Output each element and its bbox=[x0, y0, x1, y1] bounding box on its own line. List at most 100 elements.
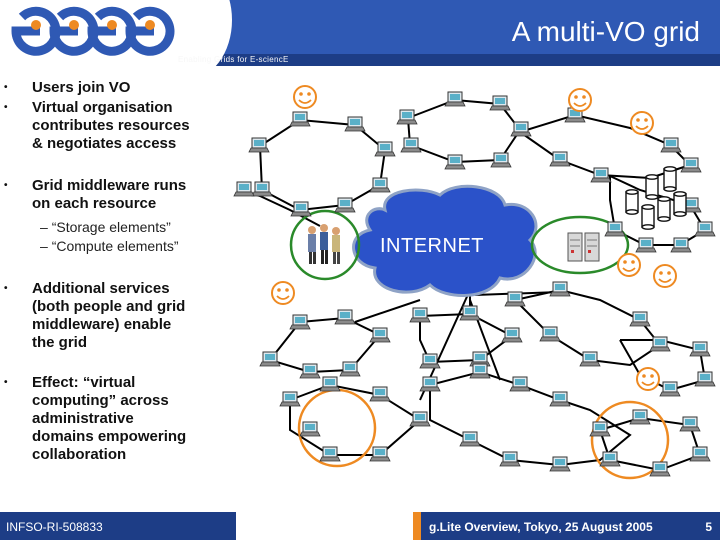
computer-icon bbox=[319, 376, 341, 392]
orange-ring-right bbox=[590, 400, 670, 480]
computer-icon bbox=[549, 151, 571, 167]
internet-cloud bbox=[352, 184, 538, 297]
computer-icon bbox=[334, 309, 356, 325]
bullet-text: (both people and grid bbox=[32, 298, 186, 315]
footer-left: INFSO-RI-508833 bbox=[0, 512, 236, 540]
computer-icon bbox=[233, 181, 255, 197]
bullet-text: on each resource bbox=[32, 195, 157, 212]
smiley-icon bbox=[271, 281, 295, 305]
storage-cylinder-icon bbox=[625, 189, 639, 215]
smiley-icon bbox=[293, 85, 317, 109]
computer-icon bbox=[369, 177, 391, 193]
computer-icon bbox=[549, 281, 571, 297]
computer-icon bbox=[510, 121, 532, 137]
computer-icon bbox=[279, 391, 301, 407]
bullet-text: administrative bbox=[32, 410, 134, 427]
page-number: 5 bbox=[705, 520, 712, 534]
footer-event: g.Lite Overview, Tokyo, 25 August 2005 bbox=[429, 520, 653, 534]
computer-icon bbox=[459, 305, 481, 321]
bullet-marker: • bbox=[4, 82, 8, 93]
bullet-text: computing” across bbox=[32, 392, 169, 409]
computer-icon bbox=[444, 154, 466, 170]
computer-icon bbox=[549, 391, 571, 407]
computer-icon bbox=[339, 361, 361, 377]
computer-icon bbox=[489, 95, 511, 111]
computer-icon bbox=[649, 336, 671, 352]
computer-icon bbox=[499, 451, 521, 467]
bullet-text: collaboration bbox=[32, 446, 127, 463]
storage-cylinder-icon bbox=[645, 174, 659, 200]
computer-icon bbox=[259, 351, 281, 367]
bullet-text: contributes resources bbox=[32, 117, 190, 134]
computer-icon bbox=[369, 446, 391, 462]
sub-bullet: – “Storage elements” bbox=[40, 219, 171, 235]
footer-project-id: INFSO-RI-508833 bbox=[6, 520, 103, 534]
bullet-marker: • bbox=[4, 283, 8, 294]
egee-logo bbox=[11, 6, 175, 56]
computer-icon bbox=[659, 381, 681, 397]
internet-label: INTERNET bbox=[380, 235, 484, 257]
computer-icon bbox=[680, 157, 702, 173]
computer-icon bbox=[604, 221, 626, 237]
computer-icon bbox=[248, 137, 270, 153]
computer-icon bbox=[251, 181, 273, 197]
server-racks bbox=[567, 232, 600, 262]
smiley-icon bbox=[653, 264, 677, 288]
computer-icon bbox=[589, 421, 611, 437]
sub-bullet: – “Compute elements” bbox=[40, 238, 179, 254]
header-strip bbox=[178, 54, 720, 66]
server-rack-icon bbox=[584, 232, 600, 262]
smiley-icon bbox=[630, 111, 654, 135]
computer-icon bbox=[549, 456, 571, 472]
bullet-text: Effect: “virtual bbox=[32, 374, 136, 391]
computer-icon bbox=[344, 116, 366, 132]
bullet-text: Additional services bbox=[32, 280, 170, 297]
computer-icon bbox=[419, 353, 441, 369]
computer-icon bbox=[670, 237, 692, 253]
header-band bbox=[178, 0, 720, 54]
computer-icon bbox=[599, 451, 621, 467]
computer-icon bbox=[444, 91, 466, 107]
computer-icon bbox=[396, 109, 418, 125]
bullet-text: Grid middleware runs bbox=[32, 177, 187, 194]
computer-icon bbox=[290, 201, 312, 217]
footer-right: g.Lite Overview, Tokyo, 25 August 2005 5 bbox=[413, 512, 720, 540]
smiley-icon bbox=[617, 253, 641, 277]
computer-icon bbox=[579, 351, 601, 367]
people-group bbox=[308, 224, 340, 264]
computer-icon bbox=[590, 167, 612, 183]
computer-icon bbox=[504, 291, 526, 307]
sub-bullet-dash: – bbox=[40, 238, 48, 254]
server-rack-icon bbox=[567, 232, 583, 262]
smiley-icon bbox=[636, 367, 660, 391]
bullet-text: the grid bbox=[32, 334, 87, 351]
smiley-icon bbox=[568, 88, 592, 112]
computer-icon bbox=[419, 376, 441, 392]
bullet-text: middleware) enable bbox=[32, 316, 172, 333]
computer-icon bbox=[369, 327, 391, 343]
computer-icon bbox=[369, 386, 391, 402]
footer-accent bbox=[413, 512, 421, 540]
bullet-text: Users join VO bbox=[32, 79, 131, 96]
computer-icon bbox=[289, 111, 311, 127]
header-tagline: Enabling Grids for E-sciencE bbox=[178, 55, 289, 64]
green-ring-people bbox=[289, 209, 361, 281]
computer-icon bbox=[299, 421, 321, 437]
sub-bullet-dash: – bbox=[40, 219, 48, 235]
green-ring-servers bbox=[530, 215, 630, 275]
slide-header: Enabling Grids for E-sciencE A multi-VO … bbox=[0, 0, 720, 80]
computer-icon bbox=[319, 446, 341, 462]
computer-icon bbox=[459, 431, 481, 447]
computer-icon bbox=[299, 363, 321, 379]
computer-icon bbox=[409, 307, 431, 323]
bullet-text: domains empowering bbox=[32, 428, 187, 445]
storage-cylinder-icon bbox=[663, 166, 677, 192]
storage-cylinder-icon bbox=[673, 191, 687, 217]
bullet-text: Virtual organisation bbox=[32, 99, 173, 116]
slide-title: A multi-VO grid bbox=[511, 16, 700, 47]
computer-icon bbox=[539, 326, 561, 342]
sub-bullet-text: “Compute elements” bbox=[51, 238, 179, 254]
storage-cylinder-icon bbox=[641, 204, 655, 230]
computer-icon bbox=[689, 446, 711, 462]
